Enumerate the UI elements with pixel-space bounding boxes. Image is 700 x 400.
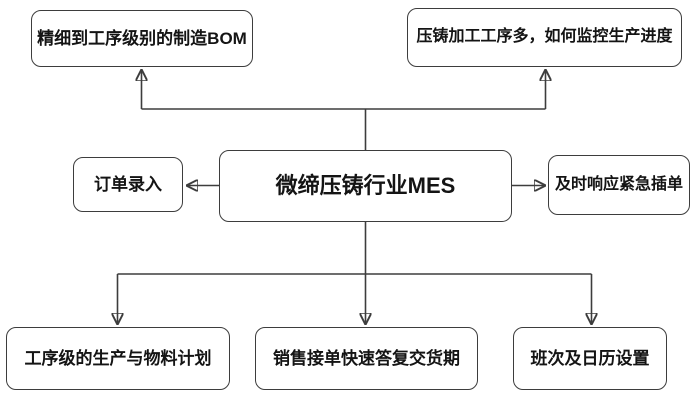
node-label: 精细到工序级别的制造BOM xyxy=(37,28,247,48)
node-label: 工序级的生产与物料计划 xyxy=(24,348,212,368)
node-production-material-plan: 工序级的生产与物料计划 xyxy=(6,327,230,390)
node-center-mes-title: 微缔压铸行业MES xyxy=(219,150,512,222)
node-urgent-order-response: 及时响应紧急插单 xyxy=(548,155,690,215)
node-delivery-date-reply: 销售接单快速答复交货期 xyxy=(255,327,478,390)
node-order-entry: 订单录入 xyxy=(73,157,183,212)
node-progress-monitoring: 压铸加工工序多，如何监控生产进度 xyxy=(407,8,682,67)
node-label: 订单录入 xyxy=(94,174,162,194)
node-manufacturing-bom: 精细到工序级别的制造BOM xyxy=(31,10,253,67)
node-label: 微缔压铸行业MES xyxy=(275,173,456,199)
node-label: 销售接单快速答复交货期 xyxy=(273,348,460,368)
node-label: 及时响应紧急插单 xyxy=(555,175,684,193)
node-label: 班次及日历设置 xyxy=(530,348,650,368)
node-shift-calendar-settings: 班次及日历设置 xyxy=(513,327,667,390)
node-label: 压铸加工工序多，如何监控生产进度 xyxy=(416,28,673,46)
